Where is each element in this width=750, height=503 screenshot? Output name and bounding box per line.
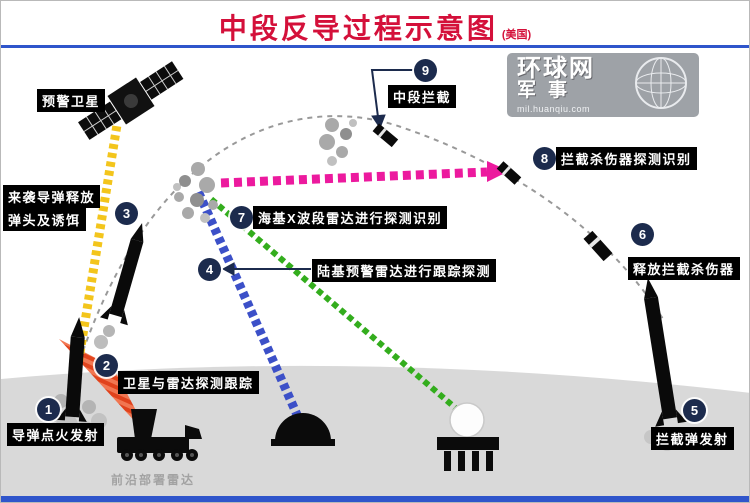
step9-arrow bbox=[370, 69, 413, 130]
step-1-marker: 1 bbox=[37, 398, 60, 421]
step-8-marker: 8 bbox=[533, 147, 556, 170]
step-9-marker: 9 bbox=[414, 59, 437, 82]
decoy-cluster-left bbox=[173, 162, 218, 223]
step-1-label: 导弹点火发射 bbox=[7, 423, 105, 446]
kill-vehicle-tracking bbox=[496, 161, 522, 185]
step-9-label: 中段拦截 bbox=[388, 85, 457, 108]
ballistic-trajectory bbox=[82, 115, 664, 352]
globe-icon bbox=[633, 55, 689, 116]
satellite-label: 预警卫星 bbox=[37, 89, 106, 112]
top-divider bbox=[1, 45, 749, 48]
incoming-missile-label-line2: 弹头及诱饵 bbox=[3, 208, 86, 231]
title-region: (美国) bbox=[501, 29, 532, 41]
watermark-brand: 环球网 bbox=[517, 54, 595, 82]
ground-radar-beam bbox=[193, 189, 303, 419]
watermark-section: 军事 bbox=[517, 80, 580, 102]
warning-satellite-beam bbox=[72, 124, 122, 372]
forward-radar-label: 前沿部署雷达 bbox=[111, 473, 196, 487]
step-4-marker: 4 bbox=[198, 258, 221, 281]
earth-ground bbox=[1, 365, 749, 502]
page-title: 中段反导过程示意图 bbox=[218, 13, 498, 44]
step-2-marker: 2 bbox=[95, 354, 118, 377]
interceptor-missile bbox=[644, 278, 687, 427]
forward-radar-truck bbox=[117, 409, 202, 461]
step-7-label: 海基X波段雷达进行探测识别 bbox=[253, 206, 448, 229]
kill-vehicle-midcourse bbox=[372, 123, 399, 148]
launching-missile bbox=[56, 317, 87, 422]
xband-radar-beam bbox=[209, 196, 461, 414]
ascending-missile bbox=[100, 223, 144, 326]
watermark-url: mil.huanqiu.com bbox=[517, 104, 591, 115]
booster-exhaust-2 bbox=[94, 335, 108, 349]
step-8-label: 拦截杀伤器探测识别 bbox=[556, 147, 697, 170]
step-5-marker: 5 bbox=[683, 399, 706, 422]
step4-arrow bbox=[221, 262, 311, 276]
early-warning-satellite bbox=[78, 61, 184, 140]
step-3-marker: 3 bbox=[115, 202, 138, 225]
title-row: 中段反导过程示意图(美国) bbox=[1, 7, 749, 47]
sea-based-xband-radar bbox=[437, 402, 499, 471]
bottom-bar bbox=[1, 496, 749, 502]
step-7-marker: 7 bbox=[230, 206, 253, 229]
step-2-label: 卫星与雷达探测跟踪 bbox=[118, 371, 259, 394]
ground-radar-dome bbox=[271, 413, 335, 446]
step-6-marker: 6 bbox=[631, 223, 654, 246]
seeker-beam-arrowhead bbox=[487, 161, 509, 182]
decoy-cluster-apex bbox=[319, 118, 357, 166]
kill-vehicle-seeker-beam bbox=[220, 167, 488, 188]
booster-exhaust bbox=[103, 325, 115, 337]
step-5-label: 拦截弹发射 bbox=[651, 427, 734, 450]
incoming-missile-label-line1: 来袭导弹释放 bbox=[3, 185, 101, 208]
step-4-label: 陆基预警雷达进行跟踪探测 bbox=[312, 259, 497, 282]
site-watermark: 环球网 军事 mil.huanqiu.com bbox=[507, 53, 699, 117]
step-6-label: 释放拦截杀伤器 bbox=[628, 257, 740, 280]
watermark-text: 环球网 军事 mil.huanqiu.com bbox=[517, 56, 633, 114]
kill-vehicle-released bbox=[583, 230, 613, 262]
